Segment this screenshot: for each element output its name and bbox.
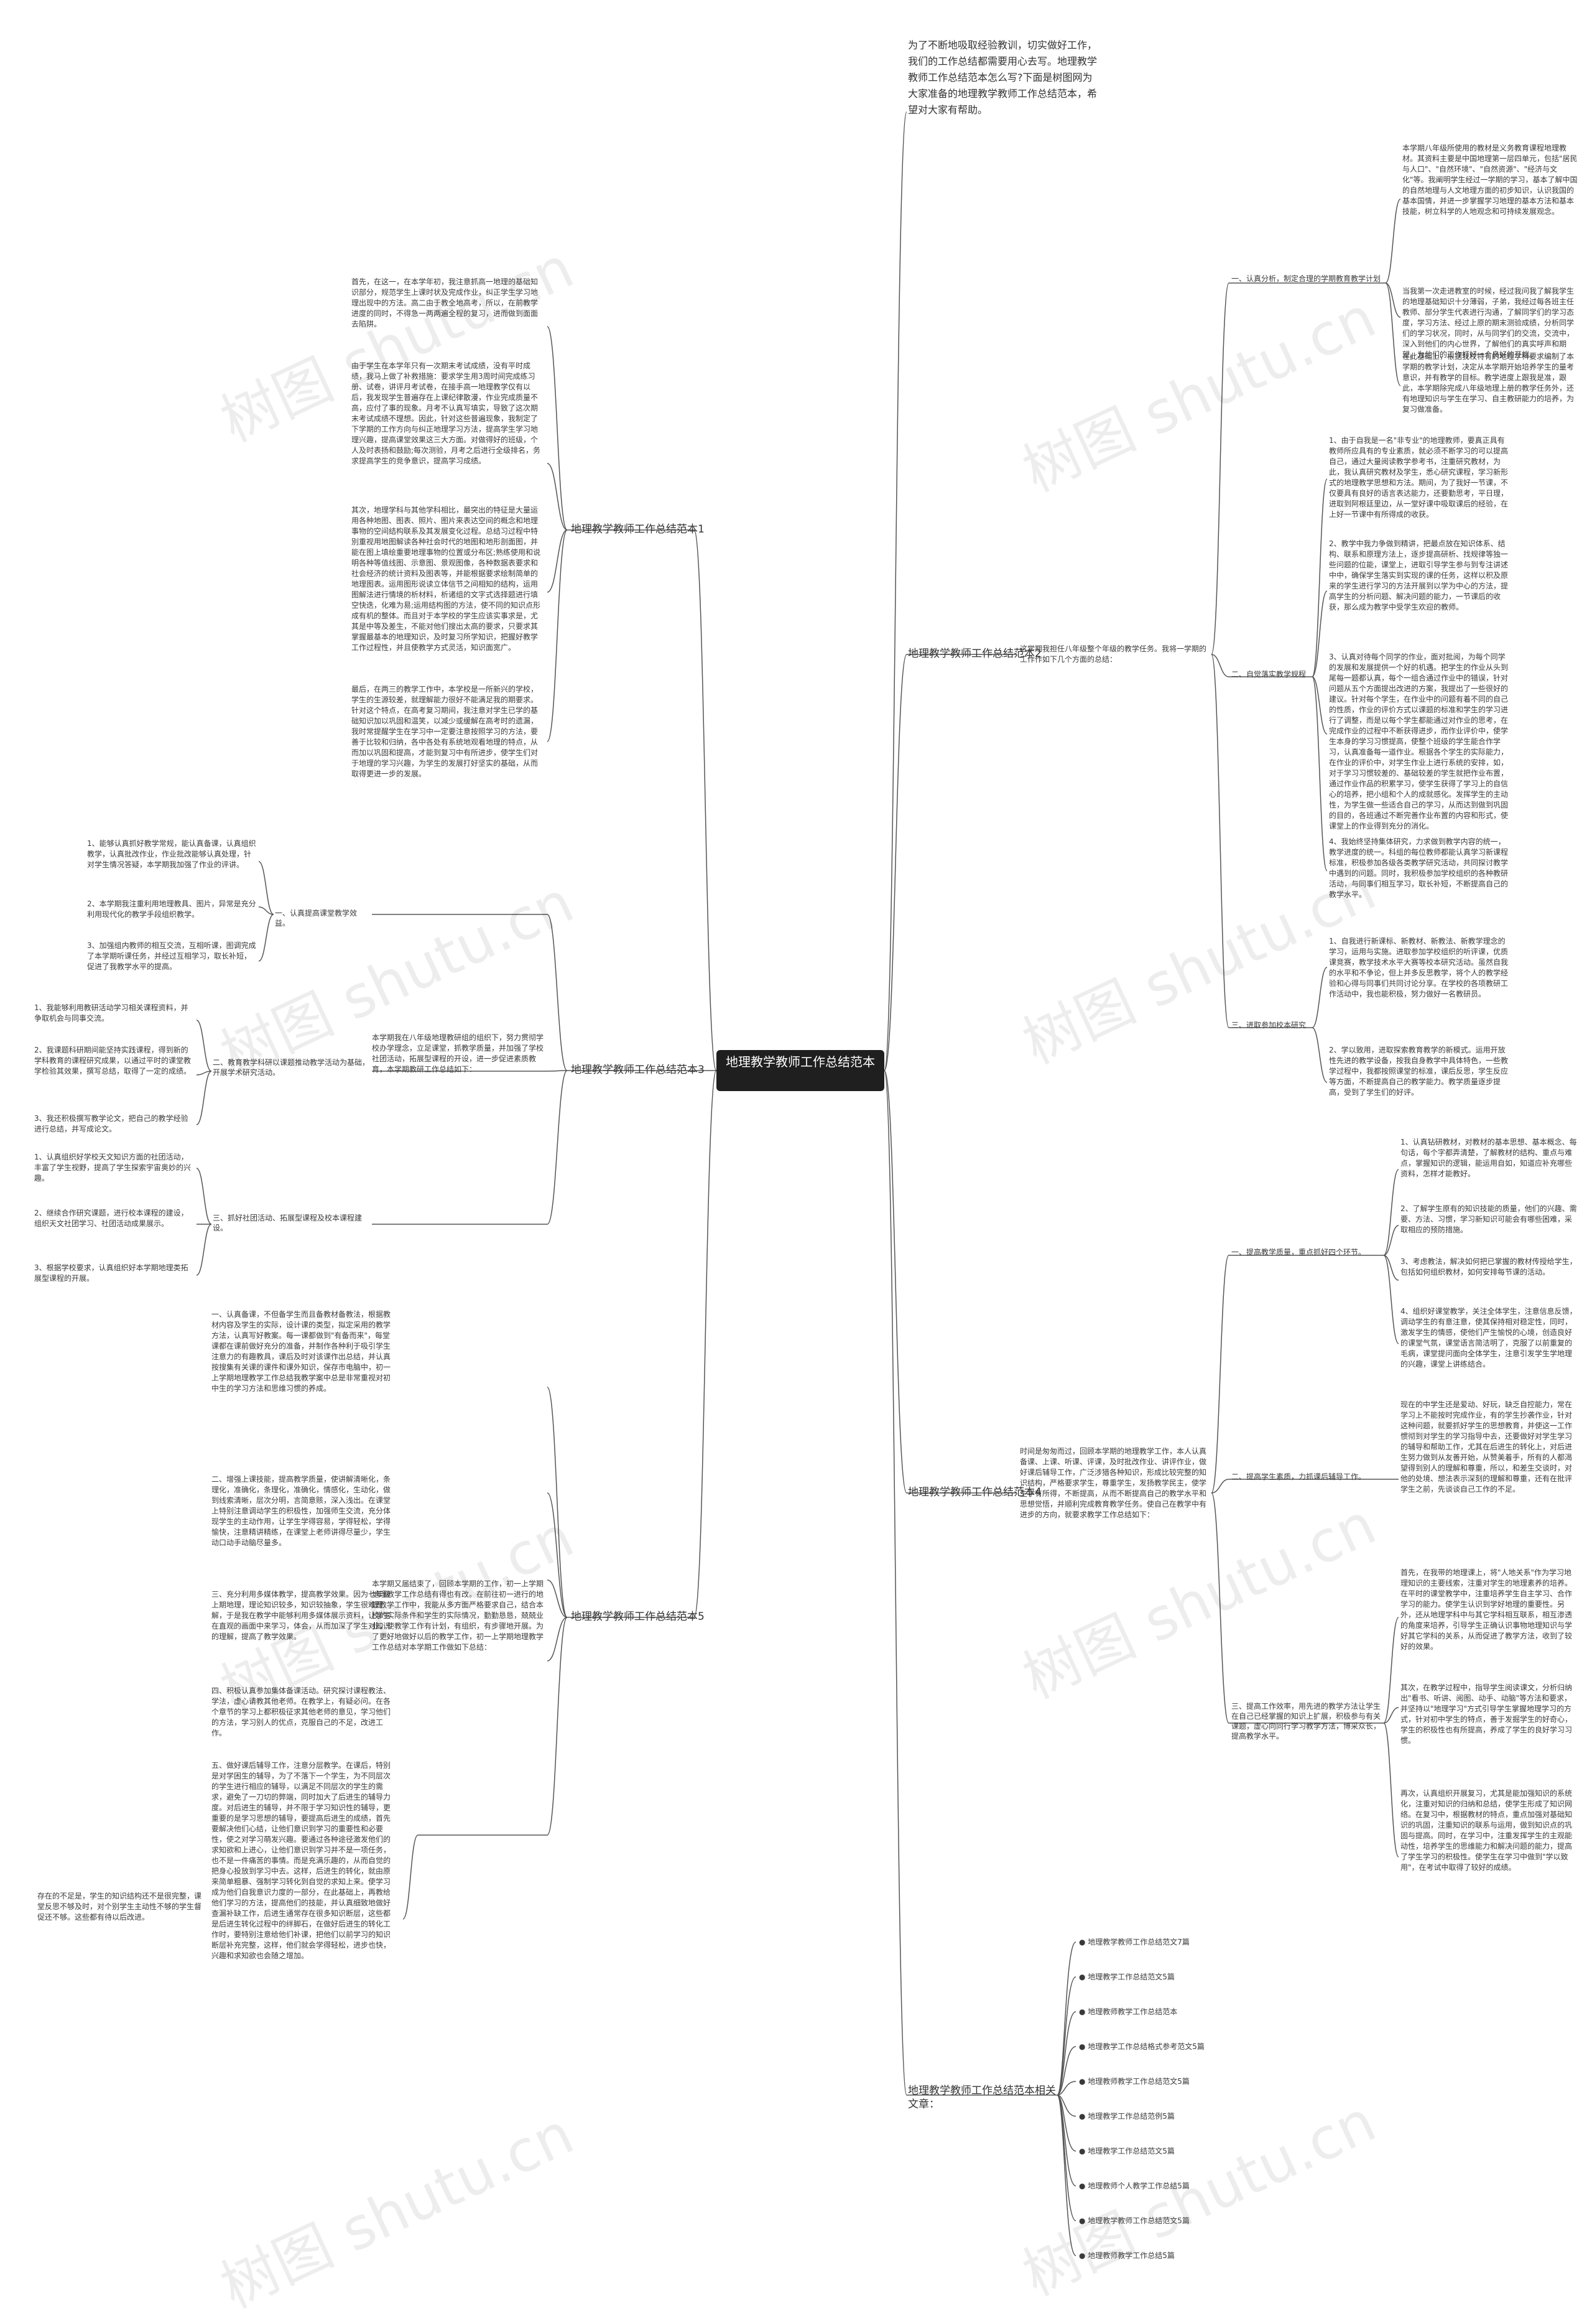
b5-text-6: 存在的不足是，学生的知识结构还不是很完整，课堂反思不够及时，对个别学生主动性不够… — [37, 1892, 202, 1922]
branch-4-label[interactable]: 地理教学教师工作总结范本4 — [908, 1486, 1042, 1499]
b2-s1-text-1: 本学期八年级所使用的教材是义务教育课程地理教材。其资料主要是中国地理第一层四单元… — [1402, 144, 1578, 216]
b3-section-1[interactable]: 一、认真提高课堂教学效益。 — [275, 909, 358, 927]
b4-s3-text-3: 再次，认真组织开展复习，尤其是能加强知识的系统化，注重对知识的归纳和总结，使学生… — [1400, 1789, 1573, 1872]
b4-s1-text-3: 3、考虑教法，解决如何把已掌握的教材传授给学生，包括如何组织教材，如何安排每节课… — [1400, 1257, 1577, 1276]
related-link[interactable]: ● 地理教学教师工作总结范文5篇 — [1079, 2216, 1190, 2225]
b4-s1-text-2: 2、了解学生原有的知识技能的质量，他们的兴趣、需要、方法、习惯，学习新知识可能会… — [1400, 1204, 1577, 1234]
b5-text-4: 四、积极认真参加集体备课活动。研究探讨课程教法、学法，虚心请教其他老师。在教学上… — [211, 1686, 391, 1737]
bullet-icon: ● — [1079, 2182, 1088, 2190]
b2-s2-text-2: 2、教学中我力争做到精讲，把最点放在知识体系、结构、联系和原理方法上，逐步提高研… — [1329, 539, 1509, 611]
b5-text-3: 三、充分利用多媒体教学，提高教学效果。因为七年级上期地理，理论知识较多，知识较抽… — [211, 1590, 391, 1641]
b3-section-3[interactable]: 三、抓好社团活动、拓展型课程及校本课程建设。 — [213, 1214, 363, 1232]
b5-text-2: 二、增强上课技能，提高教学质量，使讲解清晰化，条理化，准确化，条理化，准确化，情… — [211, 1475, 391, 1547]
b4-summary: 时间是匆匆而过，回顾本学期的地理教学工作，本人认真备课、上课、听课、评课，及时批… — [1020, 1447, 1207, 1519]
related-link[interactable]: ● 地理教学工作总结格式参考范文5篇 — [1079, 2042, 1205, 2051]
b5-text-5: 五、做好课后辅导工作，注意分层教学。在课后，特别是对学困生的辅导，为了不落下一个… — [211, 1761, 391, 1960]
b2-section-1[interactable]: 一、认真分析，制定合理的学期教育教学计划 — [1231, 274, 1381, 283]
branch-2-label[interactable]: 地理教学教师工作总结范本2 — [908, 648, 1042, 660]
b2-s2-text-3: 3、认真对待每个同学的作业，面对批阅，为每个同学的发展和发展提供一个好的机遇。把… — [1329, 653, 1509, 830]
b3-summary: 本学期我在八年级地理教研组的组织下，努力贯彻学校办学理念，立足课堂，抓教学质量，… — [372, 1033, 544, 1074]
b2-s1-text-2: 当我第一次走进教室的时候，经过我问我了解我学生的地理基础知识十分薄弱，子弟，我经… — [1402, 287, 1575, 359]
bullet-icon: ● — [1079, 2077, 1088, 2086]
b3-s3-text-2: 2、继续合作研究课题，进行校本课程的建设，组织天文社团学习、社团活动成果展示。 — [34, 1209, 188, 1228]
b2-section-2[interactable]: 二、自觉落实教学规程 — [1231, 670, 1307, 679]
b4-section-2[interactable]: 二、提高学生素质，力抓课后辅导工作。 — [1231, 1472, 1366, 1481]
b2-s2-text-1: 1、由于自我是一名"非专业"的地理教师，要真正具有教师所应具有的专业素质，就必须… — [1329, 436, 1509, 519]
root-node[interactable]: 地理教学教师工作总结范本 — [716, 1050, 884, 1091]
b4-s1-text-4: 4、组织好课堂教学，关注全体学生，注意信息反馈，调动学生的有意注意，使其保持相对… — [1400, 1307, 1577, 1369]
intro-text: 为了不断地吸取经验教训，切实做好工作，我们的工作总结都需要用心去写。地理教学教师… — [908, 39, 1098, 116]
related-link[interactable]: ● 地理教学工作总结范文5篇 — [1079, 1973, 1175, 1981]
b1-paragraph-1: 首先，在这一，在本学年初，我注意抓高一地理的基础知识部分，规范学生上课时状及完成… — [351, 277, 539, 328]
related-link[interactable]: ● 地理教学工作总结范例5篇 — [1079, 2112, 1175, 2121]
branch-3-label[interactable]: 地理教学教师工作总结范本3 — [571, 1064, 705, 1076]
b2-s3-text-2: 2、学以致用，进取探索教育教学的新模式。运用开放性先进的教学设备，按我自身教学中… — [1329, 1046, 1509, 1097]
b4-s1-text-1: 1、认真钻研教材，对教材的基本思想、基本概念、每句话，每个字都弄清楚，了解教材的… — [1400, 1138, 1577, 1178]
b3-s3-text-1: 1、认真组织好学校天文知识方面的社团活动，丰富了学生视野，提高了学生探索宇宙奥妙… — [34, 1153, 192, 1183]
b2-summary: 这学期我担任八年级整个年级的教学任务。我将一学期的工作作如下几个方面的总结： — [1020, 644, 1207, 664]
related-link[interactable]: ● 地理教师教学工作总结5篇 — [1079, 2251, 1175, 2260]
related-link[interactable]: ● 地理教学工作总结范文5篇 — [1079, 2147, 1175, 2155]
b2-section-3[interactable]: 三、进取参加校本研究 — [1231, 1021, 1307, 1030]
b5-text-1: 一、认真备课，不但备学生而且备教材备教法，根据教材内容及学生的实际，设计课的类型… — [211, 1310, 391, 1393]
b1-paragraph-4: 最后，在两三的教学工作中，本学校是一所新兴的学校，学生的生源较差，就理解能力很好… — [351, 685, 539, 778]
bullet-icon: ● — [1079, 2216, 1088, 2225]
related-link[interactable]: ● 地理教师教学工作总结范本 — [1079, 2007, 1178, 2016]
branch-6-label[interactable]: 地理教学教师工作总结范本相关文章： — [908, 2085, 1056, 2111]
b3-s3-text-3: 3、根据学校要求，认真组织好本学期地理类拓展型课程的开展。 — [34, 1263, 188, 1283]
bullet-icon: ● — [1079, 1938, 1088, 1946]
b3-s2-text-1: 1、我能够利用教研活动学习相关课程资料，并争取机会与同事交流。 — [34, 1003, 188, 1023]
b3-s1-text-1: 1、能够认真抓好教学常规，能认真备课，认真组织教学，认真批改作业，作业批改能够认… — [87, 839, 256, 869]
b4-s3-text-1: 首先，在我带的地理课上，将"人地关系"作为学习地理知识的主要线索，注重对学生的地… — [1400, 1568, 1573, 1651]
b3-s2-text-3: 3、我还积极撰写教学论文，把自己的教学经验进行总结，并写成论文。 — [34, 1114, 188, 1133]
related-link[interactable]: ● 地理教学教师工作总结范文7篇 — [1079, 1938, 1190, 1946]
b1-paragraph-2: 由于学生在本学年只有一次期末考试成绩，没有平时成绩，我马上做了补救措施：要求学生… — [351, 361, 541, 465]
bullet-icon: ● — [1079, 1973, 1088, 1981]
b2-s3-text-1: 1、自我进行新课标、新教材、新教法、新教学理念的学习，运用与实施。进取参加学校组… — [1329, 937, 1509, 998]
b1-paragraph-3: 其次，地理学科与其他学科相比，最突出的特征是大量运用各种地图、图表、照片、图片来… — [351, 506, 541, 652]
b2-s2-text-4: 4、我始终坚持集体研究，力求做到教学内容的统一，教学进度的统一。科组的每位教师都… — [1329, 837, 1509, 899]
b4-section-1[interactable]: 一、提高教学质量，重点抓好四个环节。 — [1231, 1248, 1366, 1257]
bullet-icon: ● — [1079, 2251, 1088, 2260]
bullet-icon: ● — [1079, 2007, 1088, 2016]
bullet-icon: ● — [1079, 2147, 1088, 2155]
b2-s1-text-3: 在此基础上，根据我校特有的地理学科要求编制了本学期的教学计划，决定从本学期开始培… — [1402, 352, 1575, 414]
b5-summary: 本学期又届结束了，回顾本学期的工作，初一上学期地理教学工作总结有得也有改。在前往… — [372, 1579, 544, 1652]
bullet-icon: ● — [1079, 2112, 1088, 2121]
related-link[interactable]: ● 地理教师教学工作总结范文5篇 — [1079, 2077, 1190, 2086]
branch-1-label[interactable]: 地理教学教师工作总结范本1 — [571, 523, 705, 536]
b4-s2-text-1: 现在的中学生还是爱动、好玩，缺乏自控能力，常在学习上不能按时完成作业，有的学生抄… — [1400, 1400, 1573, 1494]
b3-s2-text-2: 2、我课题科研期间能坚持实践课程，得到新的学科教育的课程研究成果，以通过平时的课… — [34, 1046, 192, 1076]
b3-s1-text-3: 3、加强组内教师的相互交流，互相听课，图调完成了本学期听课任务，并经过互相学习，… — [87, 941, 256, 971]
b3-s1-text-2: 2、本学期我注重利用地理教具、图片，异常是充分利用现代化的教学手段组织教学。 — [87, 899, 256, 919]
b4-s3-text-2: 其次，在教学过程中，指导学生阅读课文，分析归纳出"看书、听讲、阅图、动手、动脑"… — [1400, 1683, 1573, 1745]
b3-section-2[interactable]: 二、教育教学科研以课题推动教学活动为基础，开展学术研究活动。 — [213, 1058, 370, 1077]
related-link[interactable]: ● 地理教师个人教学工作总结5篇 — [1079, 2182, 1190, 2190]
branch-5-label[interactable]: 地理教学教师工作总结范本5 — [571, 1611, 705, 1623]
b4-section-3[interactable]: 三、提高工作效率，用先进的教学方法让学生在自己已经掌握的知识上扩展，积极参与有关… — [1231, 1702, 1381, 1741]
bullet-icon: ● — [1079, 2042, 1088, 2051]
